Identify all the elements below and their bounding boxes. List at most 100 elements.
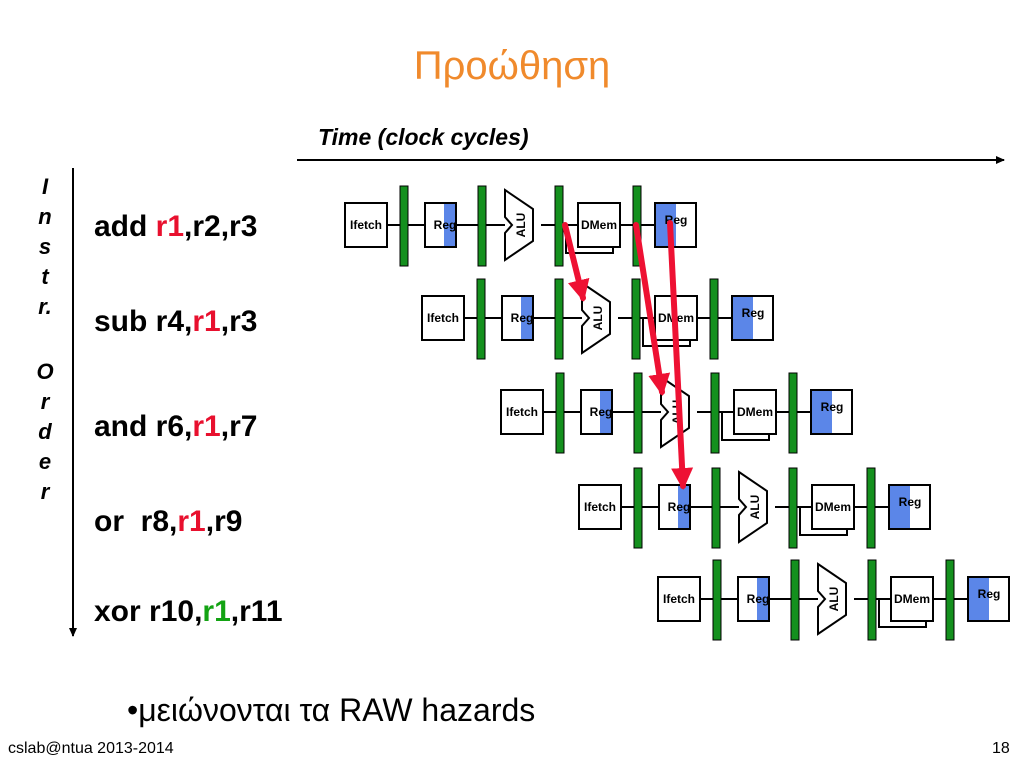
- pipeline-latch: [866, 467, 876, 549]
- pipeline-latch: [712, 559, 722, 641]
- pipeline-row: Ifetch Reg ALU DMem Reg: [657, 559, 1010, 641]
- opcode: add: [94, 210, 156, 243]
- pipeline-latch: [631, 278, 641, 360]
- instruction-add: add r1,r2,r3: [94, 210, 257, 244]
- reg-write-shade: [890, 486, 910, 528]
- instruction-sub: sub r4,r1,r3: [94, 305, 257, 339]
- alu-stage: [504, 188, 534, 262]
- dmem-label: DMem: [581, 218, 617, 232]
- pipeline-latch: [711, 467, 721, 549]
- hazard-register: r1: [155, 210, 185, 243]
- opcode: or: [94, 505, 141, 538]
- order-letter: O: [36, 359, 54, 384]
- alu-label: ALU: [514, 213, 528, 238]
- pipeline-latch: [945, 559, 955, 641]
- opcode: xor: [94, 595, 150, 628]
- operand: r6,: [155, 410, 193, 443]
- alu-stage: [817, 562, 847, 636]
- operand: r8,: [140, 505, 178, 538]
- order-letter: s: [38, 234, 52, 259]
- ifetch-stage: [421, 295, 465, 341]
- pipeline-latch: [554, 185, 564, 267]
- footer-label: cslab@ntua 2013-2014: [8, 740, 174, 757]
- ifetch-label: Ifetch: [663, 592, 695, 606]
- pipeline-latch: [555, 372, 565, 454]
- reg-write-label: Reg: [742, 306, 765, 320]
- order-letter: d: [38, 419, 52, 444]
- order-letter: e: [38, 449, 52, 474]
- dmem-stage: [811, 484, 855, 530]
- hazard-register: r1: [177, 505, 206, 538]
- reg-read-shade: [678, 486, 689, 528]
- dmem-stage: [577, 202, 621, 248]
- opcode: sub: [94, 305, 156, 338]
- operand: ,r7: [220, 410, 258, 443]
- forwarding-arrow: [633, 222, 671, 396]
- instruction-or: or r8,r1,r9: [94, 505, 242, 539]
- slide-title: Προώθηση: [413, 44, 611, 88]
- reg-write-shade: [812, 391, 832, 433]
- ifetch-stage: [657, 576, 701, 622]
- reg-write-shade: [733, 297, 753, 339]
- instruction-and: and r6,r1,r7: [94, 410, 257, 444]
- operand: ,r3: [220, 305, 258, 338]
- reg-read-shade: [521, 297, 532, 339]
- reg-read-label: Reg: [434, 218, 457, 232]
- dmem-label: DMem: [894, 592, 930, 606]
- pipeline-latch: [710, 372, 720, 454]
- alu-label: ALU: [748, 495, 762, 520]
- pipeline-latch: [788, 372, 798, 454]
- reg-write-label: Reg: [978, 587, 1001, 601]
- pipeline-latch: [633, 467, 643, 549]
- reg-write-label: Reg: [821, 400, 844, 414]
- pipeline-latch: [476, 278, 486, 360]
- dmem-stage: [890, 576, 934, 622]
- ifetch-label: Ifetch: [584, 500, 616, 514]
- reg-read-shade: [600, 391, 611, 433]
- order-letter: r: [40, 389, 50, 414]
- reg-write-shade: [969, 578, 989, 620]
- opcode: and: [94, 410, 156, 443]
- alu-label: ALU: [827, 587, 841, 612]
- forwarded-register: r1: [202, 595, 231, 628]
- alu-label: ALU: [591, 306, 605, 331]
- reg-read-label: Reg: [747, 592, 770, 606]
- dmem-label: DMem: [737, 405, 773, 419]
- forwarding-arrow: [562, 222, 590, 302]
- hazard-register: r1: [192, 305, 221, 338]
- order-letter: n: [38, 204, 52, 229]
- pipeline-latch: [633, 372, 643, 454]
- pipeline-latch: [709, 278, 719, 360]
- instruction-xor: xor r10,r1,r11: [94, 595, 283, 629]
- ifetch-label: Ifetch: [350, 218, 382, 232]
- order-letter: r: [40, 479, 50, 504]
- alu-stage: [738, 470, 768, 544]
- reg-read-shade: [757, 578, 768, 620]
- reg-read-label: Reg: [511, 311, 534, 325]
- operand: ,r9: [205, 505, 243, 538]
- operand: ,r11: [230, 595, 283, 628]
- ifetch-label: Ifetch: [506, 405, 538, 419]
- pipeline-latch: [788, 467, 798, 549]
- note-raw-hazards: •μειώνονται τα RAW hazards: [127, 692, 536, 728]
- reg-read-label: Reg: [590, 405, 613, 419]
- pipeline-latch: [554, 278, 564, 360]
- ifetch-stage: [344, 202, 388, 248]
- pipeline-latch: [399, 185, 409, 267]
- ifetch-stage: [500, 389, 544, 435]
- operand: ,r2,r3: [184, 210, 258, 243]
- order-letter: r.: [38, 294, 52, 319]
- reg-read-label: Reg: [668, 500, 691, 514]
- operand: r4,: [155, 305, 193, 338]
- page-number: 18: [992, 740, 1010, 757]
- order-letter: I: [41, 174, 49, 199]
- reg-write-label: Reg: [899, 495, 922, 509]
- order-letter: t: [41, 264, 49, 289]
- operand: r10,: [149, 595, 203, 628]
- reg-read-shade: [444, 204, 455, 246]
- pipeline-latch: [867, 559, 877, 641]
- pipeline-latch: [790, 559, 800, 641]
